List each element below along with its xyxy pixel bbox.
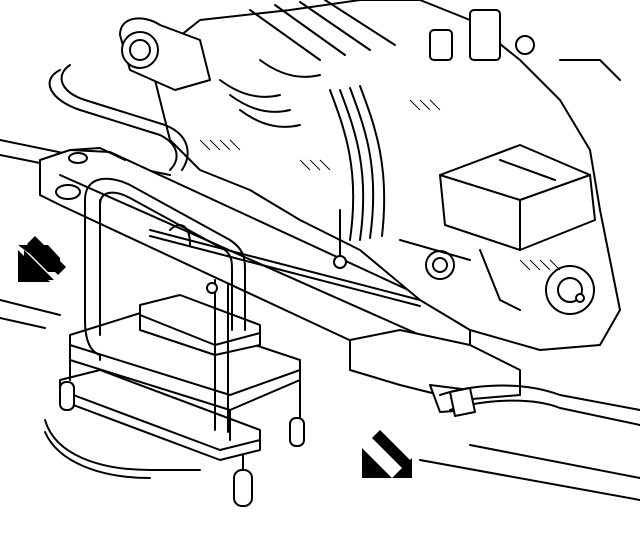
subframe-cradle <box>39 147 521 413</box>
arrow-left <box>18 236 66 282</box>
stabilizer-bar <box>439 384 640 426</box>
arrow-bottom <box>362 430 412 478</box>
support-dolly <box>44 177 305 507</box>
engine-block <box>48 0 621 351</box>
